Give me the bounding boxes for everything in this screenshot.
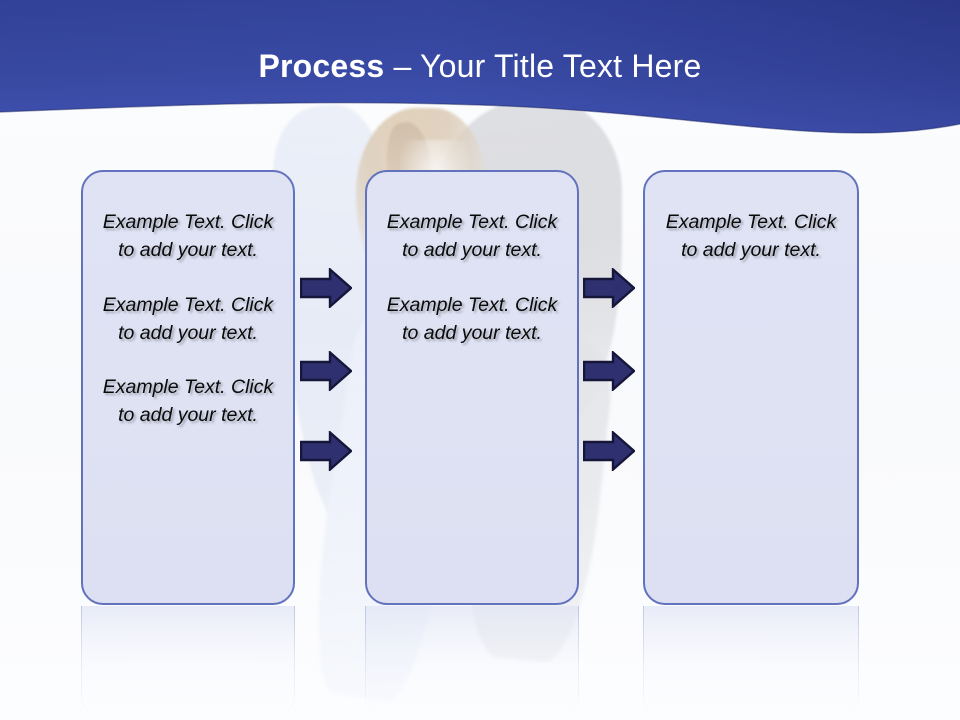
process-box-2-paragraph-2: Example Text. Click to add your text. [386,293,558,344]
arrow-right-icon-1a[interactable] [300,268,352,308]
process-box-1[interactable]: Example Text. Click to add your text. Ex… [81,170,295,605]
process-box-1-reflection [81,606,295,718]
process-box-2[interactable]: Example Text. Click to add your text. Ex… [365,170,579,605]
arrow-right-icon-1c[interactable] [300,431,352,471]
arrow-right-icon-1b[interactable] [300,351,352,391]
process-box-1-paragraph-2: Example Text. Click to add your text. [102,293,274,344]
page-title-dash: – [384,48,421,84]
process-box-2-reflection [365,606,579,718]
page-title-strong: Process [258,48,385,84]
process-box-3-reflection [643,606,859,718]
arrow-right-icon-2b[interactable] [583,351,635,391]
process-box-3-paragraph-1: Example Text. Click to add your text. [665,211,837,262]
arrow-right-icon-2c[interactable] [583,431,635,471]
header-band [0,0,960,160]
process-box-3[interactable]: Example Text. Click to add your text. [643,170,859,605]
page-title: Process – Your Title Text Here [0,48,960,85]
process-box-1-paragraph-3: Example Text. Click to add your text. [102,376,274,427]
page-title-rest: Your Title Text Here [420,48,702,84]
arrow-right-icon-2a[interactable] [583,268,635,308]
process-box-2-paragraph-1: Example Text. Click to add your text. [386,211,558,262]
process-box-1-paragraph-1: Example Text. Click to add your text. [102,211,274,262]
